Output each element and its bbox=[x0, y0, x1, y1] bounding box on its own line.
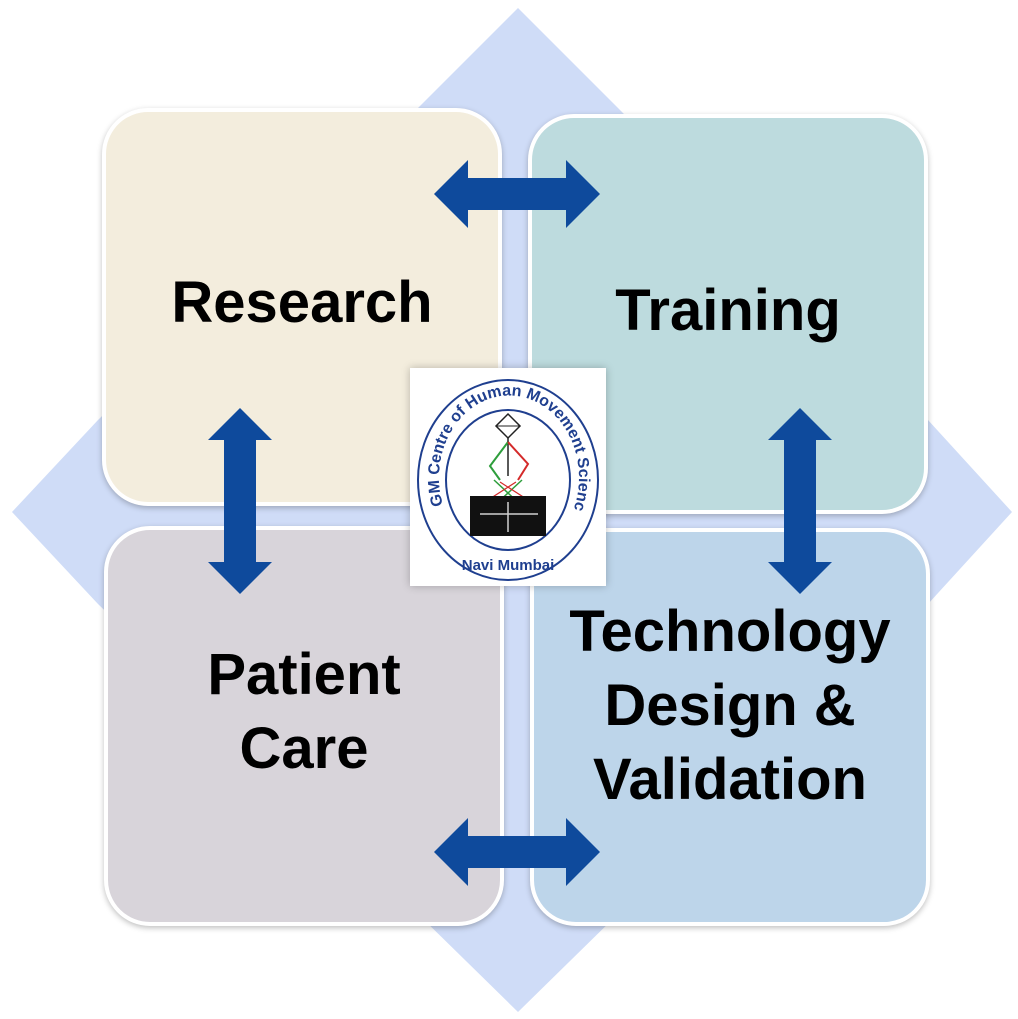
logo-track-icon bbox=[480, 502, 538, 532]
technology-box: Technology Design & Validation bbox=[530, 528, 930, 926]
logo-bottom-text: Navi Mumbai bbox=[462, 557, 555, 574]
technology-label: Technology Design & Validation bbox=[569, 599, 891, 812]
logo-figure-icon bbox=[487, 412, 530, 507]
patient-care-box: Patient Care bbox=[104, 526, 504, 926]
patient-care-label: Patient Care bbox=[207, 642, 401, 781]
training-label: Training bbox=[615, 278, 841, 343]
logo-inner-ring bbox=[445, 409, 571, 551]
research-label: Research bbox=[171, 270, 433, 335]
logo-outer-ring bbox=[417, 379, 599, 581]
centre-logo: MGM Centre of Human Movement Science Nav… bbox=[410, 368, 606, 586]
